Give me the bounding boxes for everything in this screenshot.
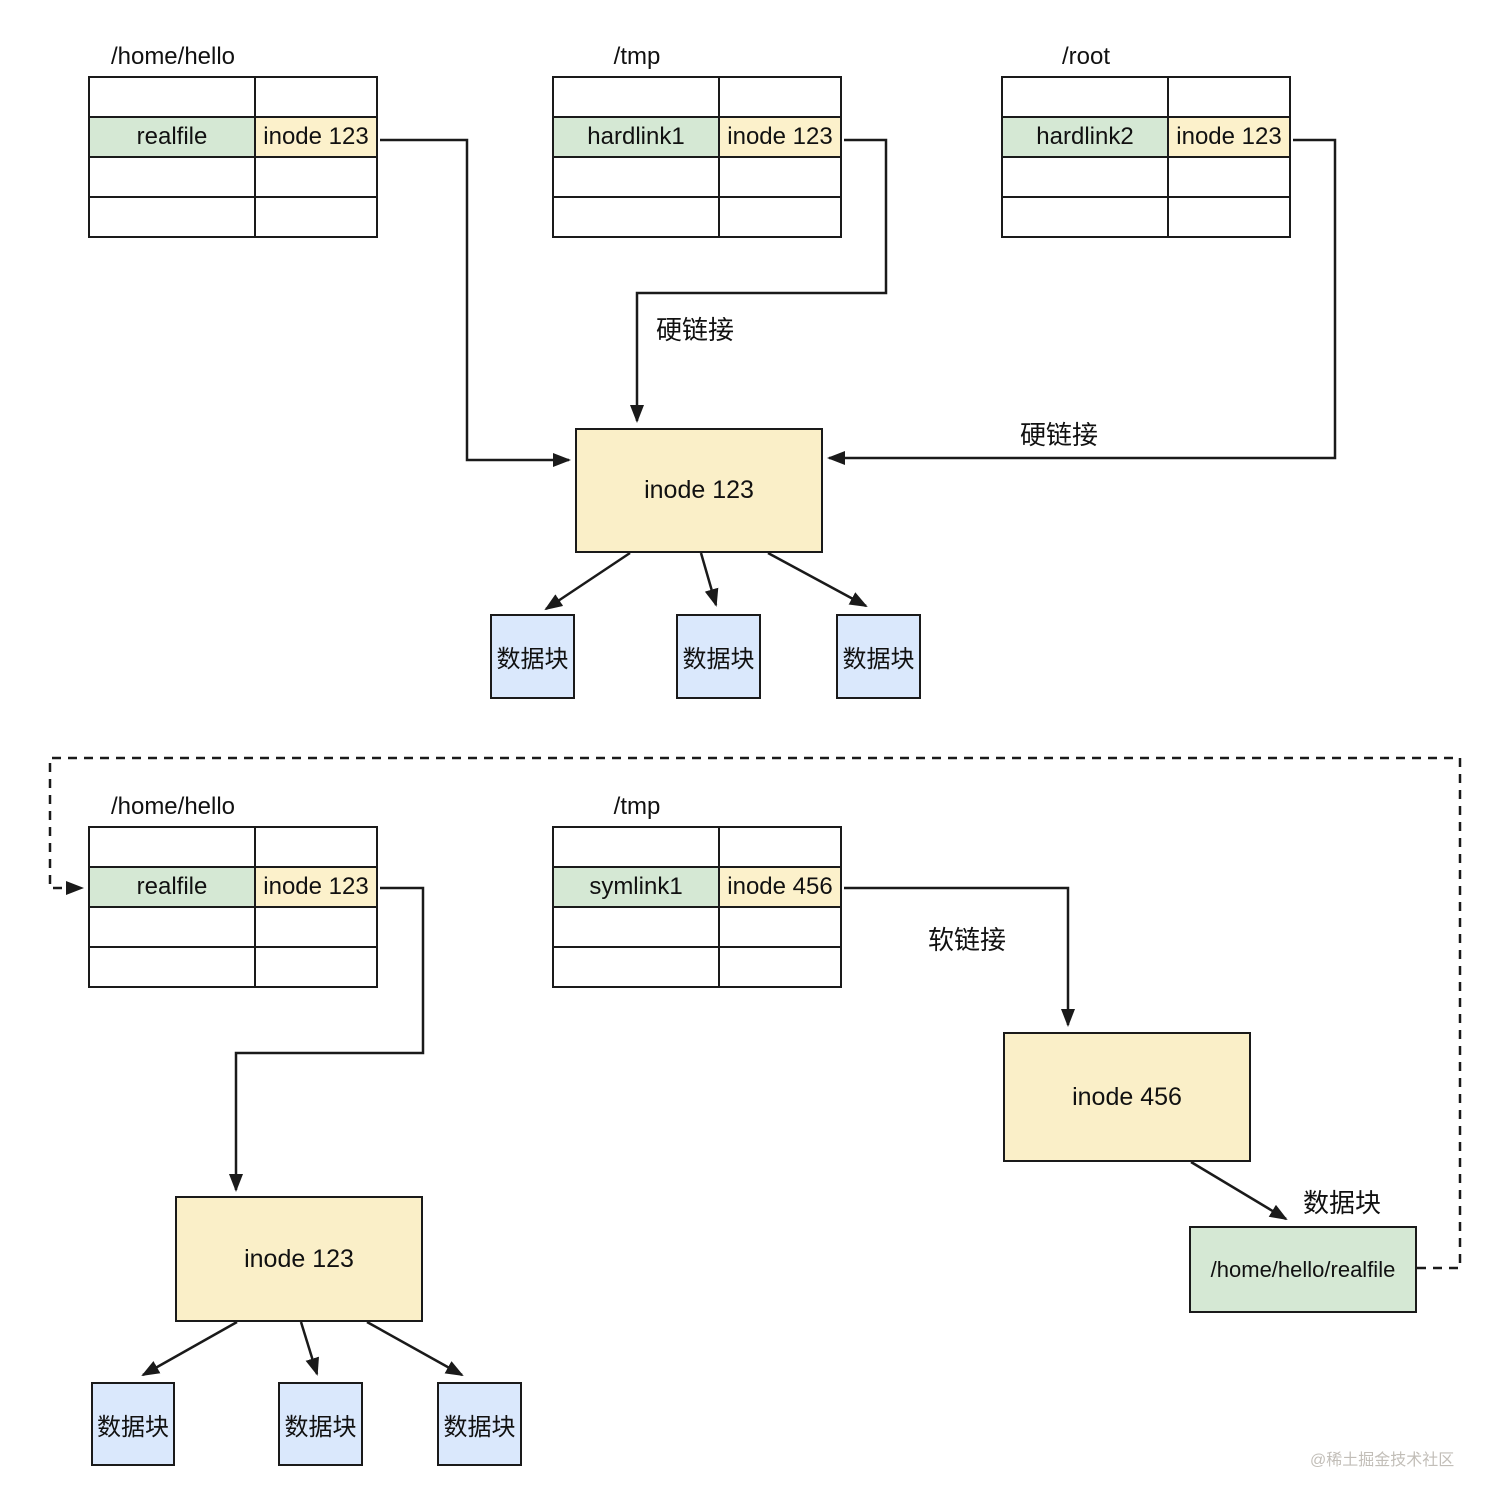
inode-123-box-top: inode 123 [575, 428, 823, 553]
connector-symlink1-to-inode456 [844, 886, 1075, 1027]
datablock-arrow-label: 数据块 [1303, 1188, 1382, 1218]
data-block: 数据块 [278, 1382, 363, 1466]
data-block: 数据块 [490, 614, 575, 699]
connector-hardlink2-to-inode123 [827, 138, 1337, 465]
connector-realfile-to-inode123-bottom [229, 886, 425, 1192]
connector-inode123-datablock3 [767, 551, 868, 608]
dir-entry-inode: inode 456 [718, 866, 842, 908]
dir-entry-filename: hardlink1 [552, 116, 720, 158]
dir-entry-inode: inode 123 [254, 116, 378, 158]
connector-inode123b-datablock3 [366, 1320, 464, 1377]
inode-123-box-bottom: inode 123 [175, 1196, 423, 1322]
dir-entry-table: realfile inode 123 [88, 826, 378, 988]
inode-456-box: inode 456 [1003, 1032, 1251, 1162]
connector-dashed-symlink-resolution [48, 756, 1462, 1270]
hardlink-label-right: 硬链接 [1020, 420, 1099, 450]
dir-table-bottom-tmp: /tmp symlink1 inode 456 [552, 792, 842, 988]
watermark: @稀土掘金技术社区 [1310, 1452, 1455, 1469]
dir-entry-table: hardlink1 inode 123 [552, 76, 842, 238]
connector-inode123-datablock2 [699, 552, 719, 607]
dir-entry-table: symlink1 inode 456 [552, 826, 842, 988]
dir-table-top-root: /root hardlink2 inode 123 [1001, 42, 1291, 238]
dir-table-top-home-hello: /home/hello realfile inode 123 [88, 42, 378, 238]
data-block: 数据块 [836, 614, 921, 699]
dir-entry-table: hardlink2 inode 123 [1001, 76, 1291, 238]
dir-entry-inode: inode 123 [254, 866, 378, 908]
data-block: 数据块 [437, 1382, 522, 1466]
dir-entry-filename: symlink1 [552, 866, 720, 908]
connector-inode456-to-realfile-path [1190, 1160, 1288, 1221]
connector-inode123b-datablock1 [141, 1320, 238, 1377]
dir-entry-inode: inode 123 [1167, 116, 1291, 158]
dir-entry-filename: realfile [88, 116, 256, 158]
data-block: 数据块 [91, 1382, 175, 1466]
connector-inode123-datablock1 [544, 551, 631, 611]
data-block: 数据块 [676, 614, 761, 699]
dir-title: /home/hello [110, 43, 236, 70]
dir-entry-filename: hardlink2 [1001, 116, 1169, 158]
dir-title: /root [1061, 43, 1111, 70]
dir-entry-inode: inode 123 [718, 116, 842, 158]
connector-hardlink1-to-inode123 [630, 138, 888, 423]
dir-title: /tmp [613, 43, 661, 70]
connector-realfile-to-inode123 [380, 138, 571, 467]
softlink-label: 软链接 [928, 925, 1007, 955]
dir-table-top-tmp: /tmp hardlink1 inode 123 [552, 42, 842, 238]
dir-title: /home/hello [110, 793, 236, 820]
dir-entry-filename: realfile [88, 866, 256, 908]
hardlink-label-left: 硬链接 [656, 315, 735, 345]
dir-table-bottom-home-hello: /home/hello realfile inode 123 [88, 792, 378, 988]
dir-entry-table: realfile inode 123 [88, 76, 378, 238]
dir-title: /tmp [613, 793, 661, 820]
connector-inode123b-datablock2 [299, 1321, 319, 1376]
realfile-path-box: /home/hello/realfile [1189, 1226, 1417, 1313]
